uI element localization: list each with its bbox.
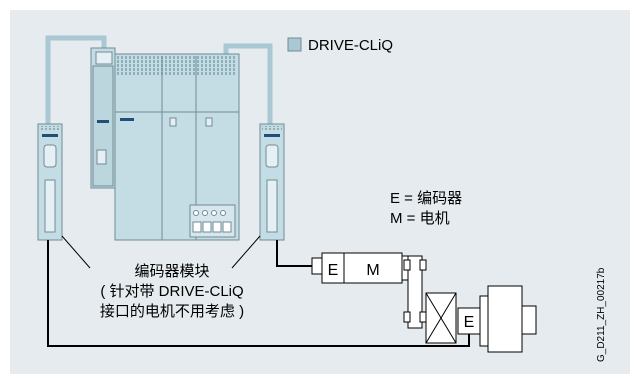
load-flange [479,295,489,347]
machine-encoder-label: E [464,314,475,331]
encoder-module-right [259,123,285,241]
callout-line-2: ( 针对带 DRIVE-CLiQ [100,283,243,300]
drive-cliq-cable-left [45,35,107,124]
key-motor: M = 电机 [390,210,450,227]
motor-encoder-label: E [328,262,339,279]
callout-lines [61,235,261,269]
callout-line-3: 接口的电机不用考虑 ) [100,303,244,320]
control-unit-body [92,65,114,187]
module-indicator-2 [169,117,177,127]
legend-swatch [287,37,302,52]
figure-id: G_D211_ZH_00217b [596,267,607,362]
key: E = 编码器 M = 电机 [390,190,462,227]
motor-connector [311,257,323,275]
drive-system [90,47,240,241]
terminal-screws [192,210,232,233]
key-encoder: E = 编码器 [390,190,462,207]
module-indicator-3 [205,117,213,127]
control-unit-connector [95,51,113,65]
legend: DRIVE-CLiQ [287,37,393,54]
control-unit-led [97,120,109,123]
callout-line-1: 编码器模块 [134,263,209,280]
drive-cliq-cables [45,35,273,124]
encoder-module-left [37,123,63,241]
load-body [487,285,523,353]
motor-label: M [366,262,379,279]
legend-label: DRIVE-CLiQ [308,37,393,54]
control-unit-slot [96,149,107,165]
encoder-cable-right [276,240,312,267]
motor-box [343,252,403,284]
encoder-cables [47,240,470,347]
module-led-1 [120,118,134,121]
load-shaft [521,305,537,335]
belt-drive [407,255,423,329]
vent-top [117,56,237,76]
drive-cliq-cable-right [223,43,273,124]
callout-text: 编码器模块 ( 针对带 DRIVE-CLiQ 接口的电机不用考虑 ) [100,263,244,320]
motor-assembly: E M E [311,252,537,353]
encoder-cable-left [47,240,470,347]
